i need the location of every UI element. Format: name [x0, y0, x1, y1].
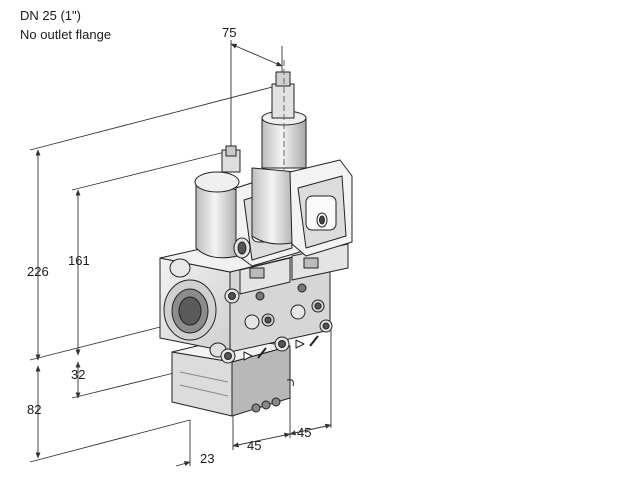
dim-45-line-2: [289, 423, 332, 436]
dim-161-ext-top: [71, 151, 226, 191]
dim-226-ext-bottom: [29, 321, 181, 361]
base-block: [171, 337, 294, 417]
outlet-flange-note: No outlet flange: [20, 27, 112, 42]
right-solenoid-coil: [251, 60, 353, 257]
dim-82-label: 82: [27, 402, 42, 417]
dim-226-label: 226: [27, 264, 49, 279]
dim-82-ext: [29, 419, 191, 463]
dim-161-label: 161: [68, 253, 90, 268]
dim-45-line-1: [232, 432, 291, 448]
dim-32-label: 32: [71, 367, 86, 382]
dim-226-ext-top: [29, 84, 281, 151]
dim-23-label: 23: [200, 451, 215, 466]
dim-75-line: [230, 43, 283, 67]
dim-45-left-label: 45: [247, 438, 262, 453]
valve-assembly: [159, 60, 353, 417]
dim-45-right-label: 45: [297, 425, 312, 440]
dim-23-line: [175, 461, 191, 467]
size-label: DN 25 (1"): [20, 8, 81, 23]
dim-75-label: 75: [222, 25, 237, 40]
dim-32-ext: [71, 371, 179, 399]
